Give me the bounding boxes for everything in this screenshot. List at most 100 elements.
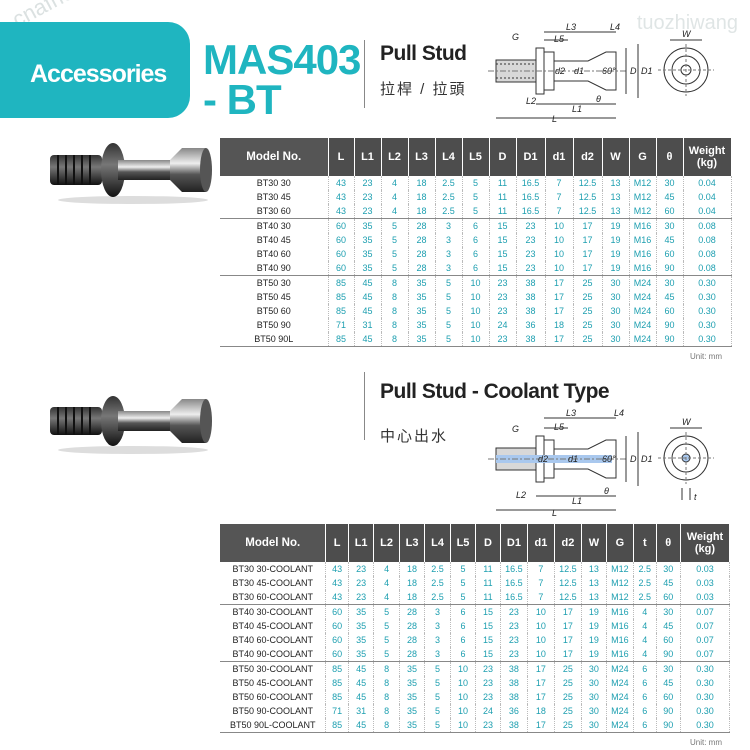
- value-cell: 16.5: [500, 562, 529, 576]
- coolant-stud-photo: [50, 396, 212, 454]
- value-cell: 5: [435, 290, 463, 304]
- model-cell: BT40 30-COOLANT: [220, 604, 327, 619]
- value-cell: 10: [462, 332, 490, 347]
- value-cell: M12: [606, 562, 635, 576]
- value-cell: 30: [581, 704, 607, 718]
- value-cell: 16.5: [500, 590, 529, 605]
- value-cell: 45: [656, 619, 681, 633]
- brand-line-1: MAS403: [203, 36, 361, 83]
- value-cell: 60: [325, 604, 349, 619]
- column-header: W: [581, 524, 607, 562]
- value-cell: 8: [381, 290, 409, 304]
- coolant-label-l4: L4: [614, 408, 624, 418]
- value-cell: 28: [399, 619, 426, 633]
- value-cell: 18: [399, 562, 426, 576]
- value-cell: 38: [516, 304, 546, 318]
- value-cell: 13: [581, 576, 607, 590]
- value-cell: 38: [516, 275, 546, 290]
- diagram-label-theta: θ: [596, 94, 601, 104]
- column-header: D: [489, 138, 517, 176]
- value-cell: 60: [656, 304, 684, 318]
- column-header: L3: [408, 138, 436, 176]
- value-cell: 43: [328, 176, 355, 190]
- value-cell: 19: [581, 604, 607, 619]
- value-cell: 5: [462, 176, 490, 190]
- column-header: D1: [516, 138, 546, 176]
- value-cell: 38: [500, 676, 529, 690]
- value-cell: M24: [606, 661, 635, 676]
- value-cell: 3: [424, 633, 451, 647]
- value-cell: 23: [489, 275, 517, 290]
- value-cell: 19: [581, 619, 607, 633]
- coolant-stud-diagram: G L3 L5 L4 W d2 d1 60° D D1 L2 L1 θ L t: [488, 408, 714, 518]
- value-cell: 19: [581, 633, 607, 647]
- value-cell: 38: [516, 332, 546, 347]
- value-cell: 28: [408, 233, 436, 247]
- column-header: L: [328, 138, 355, 176]
- value-cell: 0.07: [680, 619, 731, 633]
- value-cell: 10: [462, 275, 490, 290]
- value-cell: 11: [475, 590, 501, 605]
- value-cell: 5: [373, 619, 400, 633]
- value-cell: 28: [408, 247, 436, 261]
- value-cell: 90: [656, 332, 684, 347]
- value-cell: 12.5: [573, 190, 603, 204]
- value-cell: 6: [462, 218, 490, 233]
- value-cell: 0.08: [683, 247, 732, 261]
- value-cell: 90: [656, 261, 684, 276]
- value-cell: 0.04: [683, 176, 732, 190]
- value-cell: 10: [462, 290, 490, 304]
- value-cell: 35: [399, 704, 426, 718]
- column-header: Weight (kg): [680, 524, 731, 562]
- value-cell: 23: [348, 576, 375, 590]
- value-cell: 90: [656, 718, 681, 733]
- coolant-label-g: G: [512, 424, 519, 434]
- value-cell: 17: [527, 661, 555, 676]
- value-cell: 45: [656, 233, 684, 247]
- value-cell: 85: [325, 718, 349, 733]
- value-cell: 7: [527, 562, 555, 576]
- column-header: L2: [381, 138, 409, 176]
- value-cell: M16: [629, 233, 657, 247]
- value-cell: 3: [435, 218, 463, 233]
- value-cell: 38: [500, 690, 529, 704]
- value-cell: 4: [373, 562, 400, 576]
- model-cell: BT40 60: [220, 247, 329, 261]
- value-cell: 0.30: [683, 332, 732, 347]
- value-cell: 12.5: [573, 204, 603, 219]
- diagram-label-l4: L4: [610, 22, 620, 32]
- value-cell: 23: [516, 233, 546, 247]
- value-cell: 45: [656, 576, 681, 590]
- value-cell: 0.07: [680, 647, 731, 662]
- value-cell: 8: [373, 704, 400, 718]
- value-cell: 18: [408, 190, 436, 204]
- value-cell: 25: [573, 304, 603, 318]
- value-cell: 25: [554, 676, 583, 690]
- value-cell: 10: [462, 304, 490, 318]
- value-cell: 12.5: [554, 576, 583, 590]
- value-cell: 30: [656, 218, 684, 233]
- value-cell: 35: [408, 332, 436, 347]
- value-cell: 16.5: [516, 204, 546, 219]
- value-cell: 2.5: [633, 576, 657, 590]
- diagram-label-angle: 60°: [602, 66, 616, 76]
- diagram-label-w: W: [682, 29, 692, 39]
- coolant-label-d1: d1: [568, 454, 578, 464]
- value-cell: 6: [633, 676, 657, 690]
- brand-title: MAS403 - BT: [203, 36, 361, 121]
- value-cell: 30: [602, 332, 630, 347]
- value-cell: 2.5: [435, 204, 463, 219]
- column-header: L5: [462, 138, 490, 176]
- value-cell: 19: [581, 647, 607, 662]
- value-cell: 10: [450, 690, 477, 704]
- value-cell: 28: [408, 218, 436, 233]
- value-cell: 35: [399, 676, 426, 690]
- value-cell: 17: [545, 304, 574, 318]
- value-cell: 23: [354, 176, 382, 190]
- value-cell: 85: [328, 332, 355, 347]
- value-cell: 5: [424, 704, 451, 718]
